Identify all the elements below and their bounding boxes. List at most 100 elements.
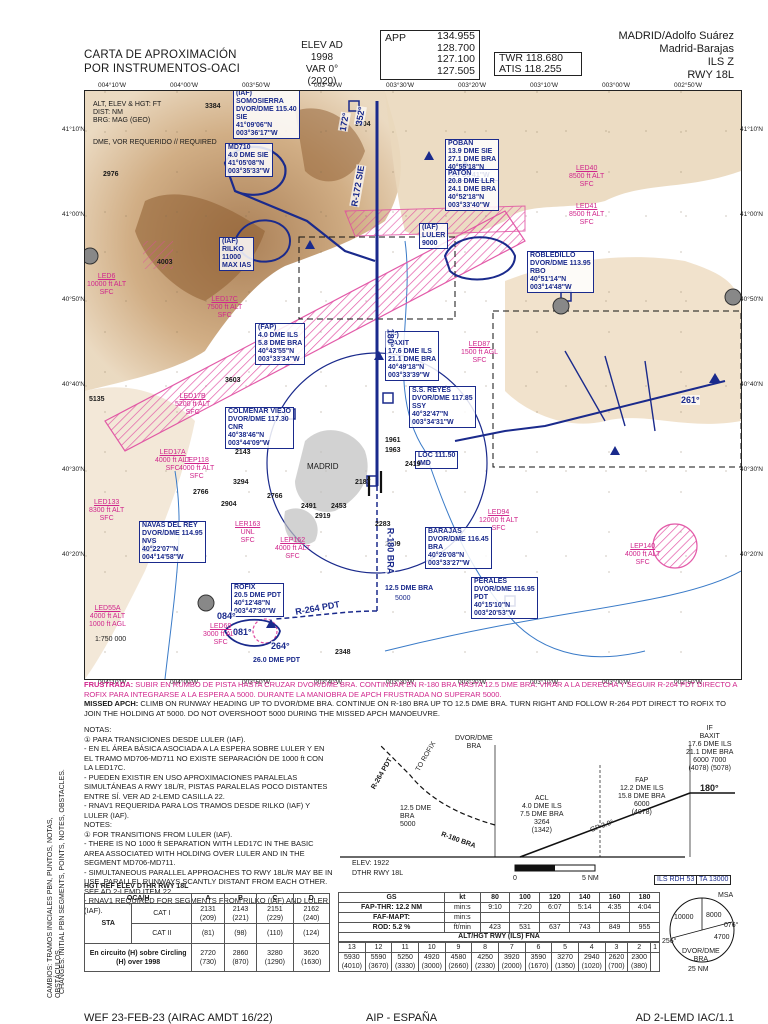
minima-cell: 2720 (730) [191, 943, 225, 972]
fix-line: BRA [428, 544, 444, 551]
changes-en: CHANGES: INITIAL PBN SEGMENTS, POINTS, N… [59, 769, 66, 994]
speed-h: 140 [569, 892, 601, 903]
profile-if: IF BAXIT 17.6 DME ILS 21.1 DME BRA 6000 … [686, 725, 733, 773]
fix-line: 003°33'34"W [258, 356, 300, 363]
speed-unit: ft/min [444, 922, 481, 933]
spot-elevation: 2143 [235, 449, 251, 456]
waypoint-icon [424, 151, 434, 160]
fix-line: 40°32'47"N [412, 411, 449, 418]
fix-line: 17.6 DME ILS [388, 348, 432, 355]
alt-table-title: ALT/HGT RWY (ILS) FNA [338, 933, 660, 942]
restricted-line: LED87 [468, 341, 491, 348]
coordinate-tick: 002°50'W [674, 82, 703, 89]
fix-line: 40°49'18"N [388, 364, 425, 371]
urban-area-south [284, 508, 318, 545]
spot-elevation: 2348 [335, 649, 351, 656]
footer-effective-date: WEF 23-FEB-23 (AIRAC AMDT 16/22) [84, 1012, 273, 1024]
msa-val-1: 10000 [674, 914, 694, 921]
minima-header-b: B [223, 893, 258, 904]
fix-line: 004°14'58"W [142, 554, 184, 561]
fix-line: 40°15'10"N [474, 602, 511, 609]
fix-line: DVOR/DME 117.30 [228, 416, 289, 423]
track-label: 081° [233, 627, 252, 637]
river-guadarrama [164, 470, 180, 679]
fix-line: 003°33'40"W [448, 202, 490, 209]
msa-center-l2: BRA [693, 956, 709, 963]
restricted-line: LED69 [209, 623, 232, 630]
fix-line: RILKO [222, 246, 244, 253]
alt-val-cell: 3590 (1670) [524, 952, 553, 972]
restricted-line: LED133 [94, 499, 120, 506]
profile-dvor-label: DVOR/DME BRA [455, 735, 493, 751]
profile-acl-l1: ACL [534, 795, 549, 802]
coordinate-tick: 41°00'N [62, 211, 85, 218]
fix-line: IMD [418, 460, 431, 467]
profile-if-alt2: 7000 [710, 757, 727, 764]
elevation-block: ELEV AD 1998 VAR 0° (2020) [292, 40, 352, 88]
msa-title: MSA [718, 892, 734, 899]
footer-chart-id: AD 2-LEMD IAC/1.1 [635, 1012, 734, 1024]
restricted-line: 7500 ft ALT [207, 304, 243, 311]
fix-line: 40°52'18"N [448, 194, 485, 201]
alt-nm-cell: 12 [364, 942, 393, 953]
profile-acl-l5: (1342) [531, 827, 552, 834]
fix-line: 24.1 DME BRA [448, 186, 497, 193]
atis-freq: ATIS 118.255 [499, 63, 562, 75]
speed-cell: 5:14 [569, 902, 601, 913]
fix-line: 40°55'18"N [448, 164, 485, 171]
coordinate-tick: 41°10'N [740, 126, 763, 133]
procedure-name: ILS Z [707, 56, 734, 68]
restricted-line: LEP118 [184, 457, 209, 464]
fix-line: PATON [448, 170, 472, 177]
speed-cell: 4:35 [599, 902, 631, 913]
restricted-line: LED6 [97, 273, 116, 280]
coordinate-tick: 004°10'W [98, 679, 127, 686]
profile-if-l2: BAXIT [699, 733, 720, 740]
restricted-line: SFC [99, 515, 114, 522]
fix-line: 003°20'53"W [474, 610, 516, 617]
restricted-line: SFC [491, 525, 506, 532]
var-label: VAR 0° (2020) [305, 64, 339, 87]
fix-line: MAX IAS [222, 262, 252, 269]
fix-line: ROBLEDILLO [530, 252, 576, 259]
spot-elevation: 2283 [375, 521, 391, 528]
fix-line: LULER [422, 232, 446, 239]
airport-block: MADRID/Adolfo Suárez Madrid-Barajas ILS … [618, 30, 734, 82]
minima-cell: 3280 (1290) [256, 943, 294, 972]
plan-view-map: ALT, ELEV & HGT: FT DIST: NM BRG: MAG (G… [84, 90, 742, 680]
runway-symbols [367, 471, 383, 496]
chart-title-line1: CARTA DE APROXIMACIÓN [84, 49, 237, 61]
fix-line: SSY [412, 403, 427, 410]
app-freq-4: 127.505 [437, 64, 475, 77]
minima-cell: 3620 (1630) [292, 943, 331, 972]
speed-h: 180 [629, 892, 660, 903]
coordinate-tick: 40°30'N [62, 466, 85, 473]
restricted-line: SFC [217, 312, 232, 319]
restricted-line: 8500 ft ALT [569, 173, 605, 180]
map-svg [85, 91, 741, 679]
restricted-line: LED94 [487, 509, 510, 516]
restricted-line: SFC [579, 219, 594, 226]
ssy-vor-icon [382, 392, 394, 404]
restricted-line: UNL [240, 529, 255, 536]
track-label: 261° [681, 395, 700, 405]
fix-line: (IAF) [422, 224, 438, 231]
fix-line: 41°05'08"N [228, 160, 265, 167]
alt-nm-cell: 1 [650, 942, 660, 953]
fix-line: 41°09'06"N [236, 122, 273, 129]
profile-if-l3: 17.6 DME ILS [687, 741, 732, 748]
spot-elevation: 4003 [157, 259, 173, 266]
note-en-2: - THERE IS NO 1000 ft SEPARATION WITH LE… [84, 839, 314, 867]
msa-brg-2: 076° [724, 922, 739, 929]
fix-line: MD710 [228, 144, 251, 151]
coordinate-tick: 003°40'W [314, 679, 343, 686]
minima-title: HGT REF ELEV DTHR RWY 18L [84, 883, 189, 890]
coordinate-tick: 003°10'W [530, 82, 559, 89]
restricted-line: SFC [189, 473, 204, 480]
alt-nm-cell: 2 [627, 942, 652, 953]
